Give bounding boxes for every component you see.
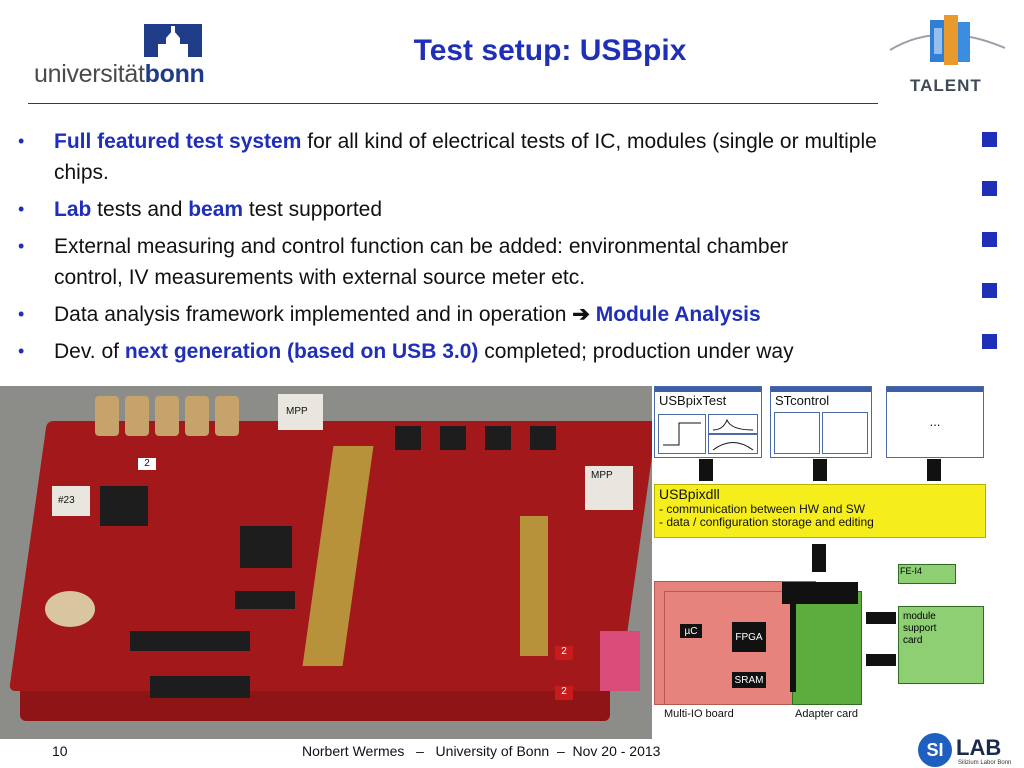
card-edge-connector [520,516,548,656]
adapter-card-label: Adapter card [795,708,858,720]
window-title: STcontrol [775,393,830,408]
module-card-label: module support card [903,611,937,646]
bnc-connector [155,396,179,436]
fe-i4-label: FE-I4 [900,566,923,576]
plot-pane [774,412,820,454]
multi-io-label: Multi-IO board [664,708,734,720]
mpp-label: MPP [591,470,613,481]
board-number-tag: 2 [555,646,573,660]
sram-chip [235,591,295,609]
plot-pane [658,414,706,454]
double-arrow-icon [813,459,827,481]
board-label: #23 [58,495,75,506]
stcontrol-window: STcontrol [770,386,872,458]
horizontal-double-arrow-icon [866,612,896,624]
bnc-connector [125,396,149,436]
regulator-chip [440,426,466,450]
multi-io-board-inner [664,591,796,705]
double-arrow-icon [699,459,713,481]
curve-plot-icon [712,442,754,451]
silab-lab: LAB [956,735,1002,760]
bullet-item: • Lab tests and beam test supported [12,194,972,225]
ic-chip [100,486,148,526]
usb-cable-plug: MPP [278,394,323,430]
bnc-connector [215,396,239,436]
ellipsis-label: ... [929,414,941,429]
square-marker [982,132,997,147]
ribbon-header [130,631,250,651]
board-number-tag: 2 [555,686,573,700]
footer-text: Norbert Wermes – University of Bonn – No… [302,743,661,759]
plot-pane [708,434,758,454]
silab-logo: SI LAB Silizium Labor Bonn [918,733,1024,768]
card-connector [790,596,796,692]
bullet-item: • Data analysis framework implemented an… [12,299,972,330]
talent-logo: TALENT [880,10,1010,100]
window-titlebar [655,387,761,392]
fpga-chip [240,526,292,568]
uc-block: µC [680,624,702,638]
usbpix-architecture-diagram: USBpixTest STcontrol ... USBpixdll - com… [652,386,986,726]
usbpixdll-box: USBpixdll - communication between HW and… [654,484,986,538]
fpga-block: FPGA [732,622,766,652]
header-divider [28,103,878,104]
bnc-connector [185,396,209,436]
double-arrow-icon [812,544,826,572]
step-plot-icon [663,422,701,446]
page-number: 10 [52,743,68,759]
other-window: ... [886,386,984,458]
silab-si: SI [918,733,952,767]
sram-block: SRAM [732,672,766,688]
bullet-item: • External measuring and control functio… [12,231,972,293]
module-support-card: module support card [898,606,984,684]
logo-wordmark: universitätbonn [34,60,205,88]
bullet-marker: • [18,304,25,324]
bullet-item: • Dev. of next generation (based on USB … [12,336,972,367]
square-marker [982,334,997,349]
adapter-card-box [792,591,862,705]
square-marker [982,181,997,196]
bullet-list: • Full featured test system for all kind… [12,126,972,373]
cable-plug [600,631,640,691]
bullet-marker: • [18,341,25,361]
bullet-marker: • [18,131,25,151]
regulator-chip [395,426,421,450]
bullet-marker: • [18,199,25,219]
university-bonn-logo: universitätbonn [28,22,208,90]
silab-subtitle: Silizium Labor Bonn [958,760,1012,766]
right-arrow-icon: ➔ [572,303,590,326]
peak-plot-icon [712,418,754,431]
double-arrow-icon [927,459,941,481]
logo-building-mark [144,24,202,57]
horizontal-double-arrow-icon [866,654,896,666]
bullet-item: • Full featured test system for all kind… [12,126,972,188]
regulator-chip [530,426,556,450]
regulator-chip [485,426,511,450]
plot-pane [822,412,868,454]
ribbon-header [150,676,250,698]
board-number-tag: 2 [138,458,156,470]
window-titlebar [887,387,983,392]
bnc-connector [95,396,119,436]
window-titlebar [771,387,871,392]
window-title: USBpixTest [659,393,727,408]
talent-logo-text: TALENT [910,76,982,95]
usbpix-board-photo: #23 MPP MPP 2 2 2 [0,386,652,739]
dll-line: - data / configuration storage and editi… [659,515,874,529]
square-marker [982,283,997,298]
usb-connector: #23 [52,486,90,516]
dll-title: USBpixdll [659,486,720,502]
mpp-label: MPP [286,406,308,417]
dll-line: - communication between HW and SW [659,502,866,516]
bullet-marker: • [18,236,25,256]
power-jack [45,591,95,627]
talent-logo-mark [889,15,1006,65]
plot-pane [708,414,758,434]
slide-title: Test setup: USBpix [413,34,687,67]
usbpixtest-window: USBpixTest [654,386,762,458]
square-marker [982,232,997,247]
fe-i4-module: FE-I4 [898,564,956,584]
adapter-connector-block [782,582,858,604]
connector-plug: MPP [585,466,633,510]
